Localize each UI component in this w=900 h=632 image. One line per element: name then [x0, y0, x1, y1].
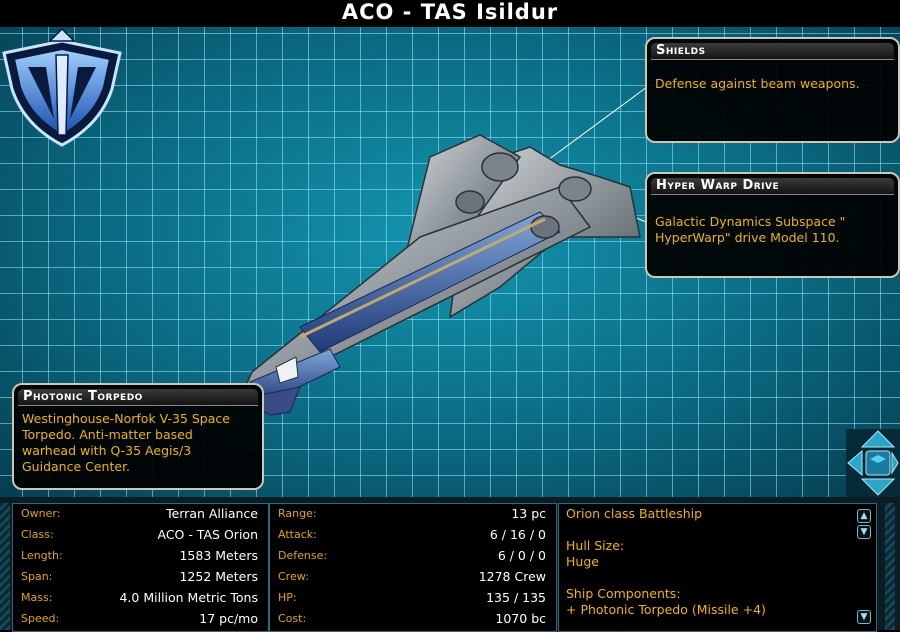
stat-length: Length:1583 Meters: [21, 548, 258, 563]
stats-middle: Range:13 pc Attack:6 / 16 / 0 Defense:6 …: [269, 503, 557, 632]
stat-mass: Mass:4.0 Million Metric Tons: [21, 590, 258, 605]
ship-info-panel: Owner:Terran Alliance Class:ACO - TAS Or…: [0, 497, 900, 632]
scroll-up-icon[interactable]: ▲: [857, 509, 871, 523]
right-frame-stripe: [885, 503, 895, 630]
stat-owner: Owner:Terran Alliance: [21, 506, 258, 521]
callout-title: Photonic Torpedo: [18, 389, 258, 406]
stat-span: Span:1252 Meters: [21, 569, 258, 584]
stat-speed: Speed:17 pc/mo: [21, 611, 258, 626]
ship-description: Orion class Battleship Hull Size: Huge S…: [566, 506, 766, 617]
callout-shields: Shields Defense against beam weapons.: [645, 37, 900, 143]
title-bar: ACO - TAS Isildur: [0, 0, 900, 27]
callout-body: Galactic Dynamics Subspace " HyperWarp" …: [655, 214, 846, 245]
stat-cost: Cost:1070 bc: [278, 611, 546, 626]
stat-crew: Crew:1278 Crew: [278, 569, 546, 584]
callout-title: Hyper Warp Drive: [651, 178, 894, 195]
callout-body: Westinghouse-Norfok V-35 Space Torpedo. …: [22, 411, 230, 474]
rotate-view-icon[interactable]: [846, 429, 900, 497]
ship-hull: [238, 134, 641, 416]
callout-body: Defense against beam weapons.: [655, 76, 860, 91]
stat-range: Range:13 pc: [278, 506, 546, 521]
stat-attack: Attack:6 / 16 / 0: [278, 527, 546, 542]
left-frame-stripe: [0, 503, 10, 630]
callout-photonic-torpedo: Photonic Torpedo Westinghouse-Norfok V-3…: [12, 383, 264, 490]
page-title: ACO - TAS Isildur: [341, 0, 559, 24]
ship-render: [2, 27, 900, 497]
description-box: [558, 503, 877, 632]
stats-left: Owner:Terran Alliance Class:ACO - TAS Or…: [12, 503, 269, 632]
alliance-emblem-icon: [2, 27, 122, 147]
callout-hyper-warp-drive: Hyper Warp Drive Galactic Dynamics Subsp…: [645, 172, 900, 278]
ship-viewport: Shields Defense against beam weapons. Hy…: [0, 27, 900, 497]
stat-hp: HP:135 / 135: [278, 590, 546, 605]
scroll-bottom-icon[interactable]: ▼: [857, 610, 871, 624]
scroll-down-icon[interactable]: ▼: [857, 525, 871, 539]
stat-defense: Defense:6 / 0 / 0: [278, 548, 546, 563]
stat-class: Class:ACO - TAS Orion: [21, 527, 258, 542]
callout-title: Shields: [651, 43, 894, 60]
